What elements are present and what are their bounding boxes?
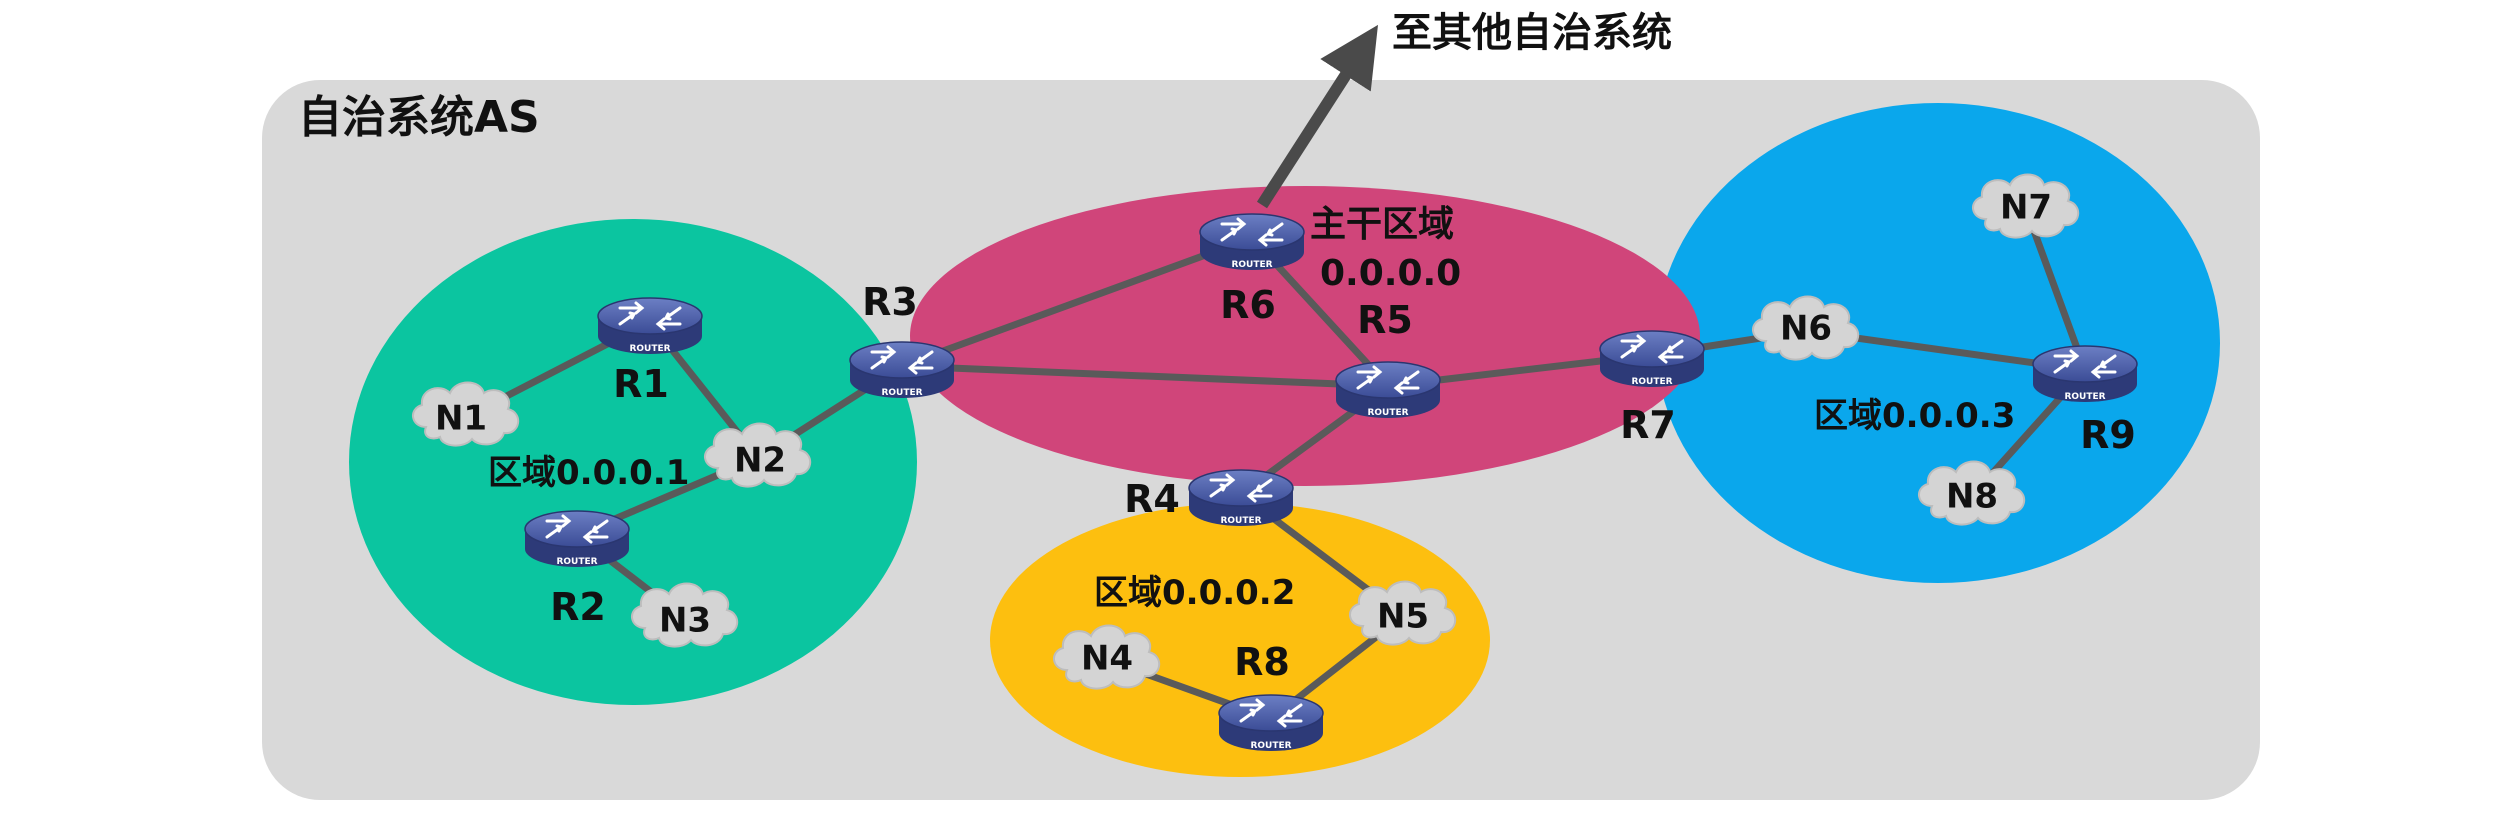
router-r1-label: R1	[613, 362, 669, 406]
router-r1-icon: ROUTER	[596, 296, 704, 356]
network-n2-label: N2	[734, 441, 786, 481]
router-r4-label: R4	[1124, 477, 1180, 521]
area-0.0.0.3-label: 区域0.0.0.3	[1814, 396, 2015, 436]
link-r3-r5	[898, 362, 1392, 390]
router-r8-icon: ROUTER	[1217, 693, 1325, 753]
router-r9-icon: ROUTER	[2031, 344, 2139, 404]
svg-text:ROUTER: ROUTER	[881, 388, 922, 398]
router-r5-label: R5	[1357, 298, 1413, 342]
router-r2-label: R2	[550, 585, 606, 629]
svg-text:ROUTER: ROUTER	[1250, 741, 1291, 751]
backbone-area-label: 主干区域	[1310, 204, 1454, 245]
as-title: 自治系统AS	[298, 92, 540, 143]
external-as-label: 至其他自治系统	[1392, 10, 1672, 56]
router-r4-icon: ROUTER	[1187, 468, 1295, 528]
network-n4-label: N4	[1081, 639, 1133, 679]
router-r2-icon: ROUTER	[523, 509, 631, 569]
router-r7-icon: ROUTER	[1598, 329, 1706, 389]
svg-text:ROUTER: ROUTER	[1231, 260, 1272, 270]
link-r3-r6	[898, 234, 1256, 370]
network-n3-label: N3	[659, 601, 711, 641]
svg-text:ROUTER: ROUTER	[629, 344, 670, 354]
svg-text:ROUTER: ROUTER	[1367, 408, 1408, 418]
svg-text:ROUTER: ROUTER	[556, 557, 597, 567]
backbone-area-region	[910, 186, 1700, 486]
area-0.0.0.2-region	[990, 503, 1490, 777]
router-r3-icon: ROUTER	[848, 340, 956, 400]
link-r9-n7	[2022, 205, 2089, 374]
network-n7-label: N7	[2000, 188, 2052, 228]
router-r7-label: R7	[1620, 403, 1676, 447]
router-r6-label: R6	[1220, 283, 1276, 327]
area-0.0.0.2-label: 区域0.0.0.2	[1094, 573, 1295, 613]
network-n5-label: N5	[1377, 597, 1429, 637]
router-r6-icon: ROUTER	[1198, 212, 1306, 272]
area-0.0.0.1-label: 区域0.0.0.1	[488, 453, 689, 493]
backbone-area-id: 0.0.0.0	[1320, 253, 1461, 294]
router-r9-label: R9	[2080, 413, 2136, 457]
svg-text:ROUTER: ROUTER	[1631, 377, 1672, 387]
network-n6-label: N6	[1780, 309, 1832, 349]
network-n1-label: N1	[435, 399, 487, 439]
external-link-arrow	[1256, 24, 1378, 209]
router-r5-icon: ROUTER	[1334, 360, 1442, 420]
svg-text:ROUTER: ROUTER	[1220, 516, 1261, 526]
svg-text:ROUTER: ROUTER	[2064, 392, 2105, 402]
router-r3-label: R3	[862, 280, 918, 324]
router-r8-label: R8	[1234, 640, 1290, 684]
area-0.0.0.1-region	[349, 219, 917, 705]
network-n8-label: N8	[1946, 477, 1998, 517]
area-0.0.0.3-region	[1656, 103, 2220, 583]
